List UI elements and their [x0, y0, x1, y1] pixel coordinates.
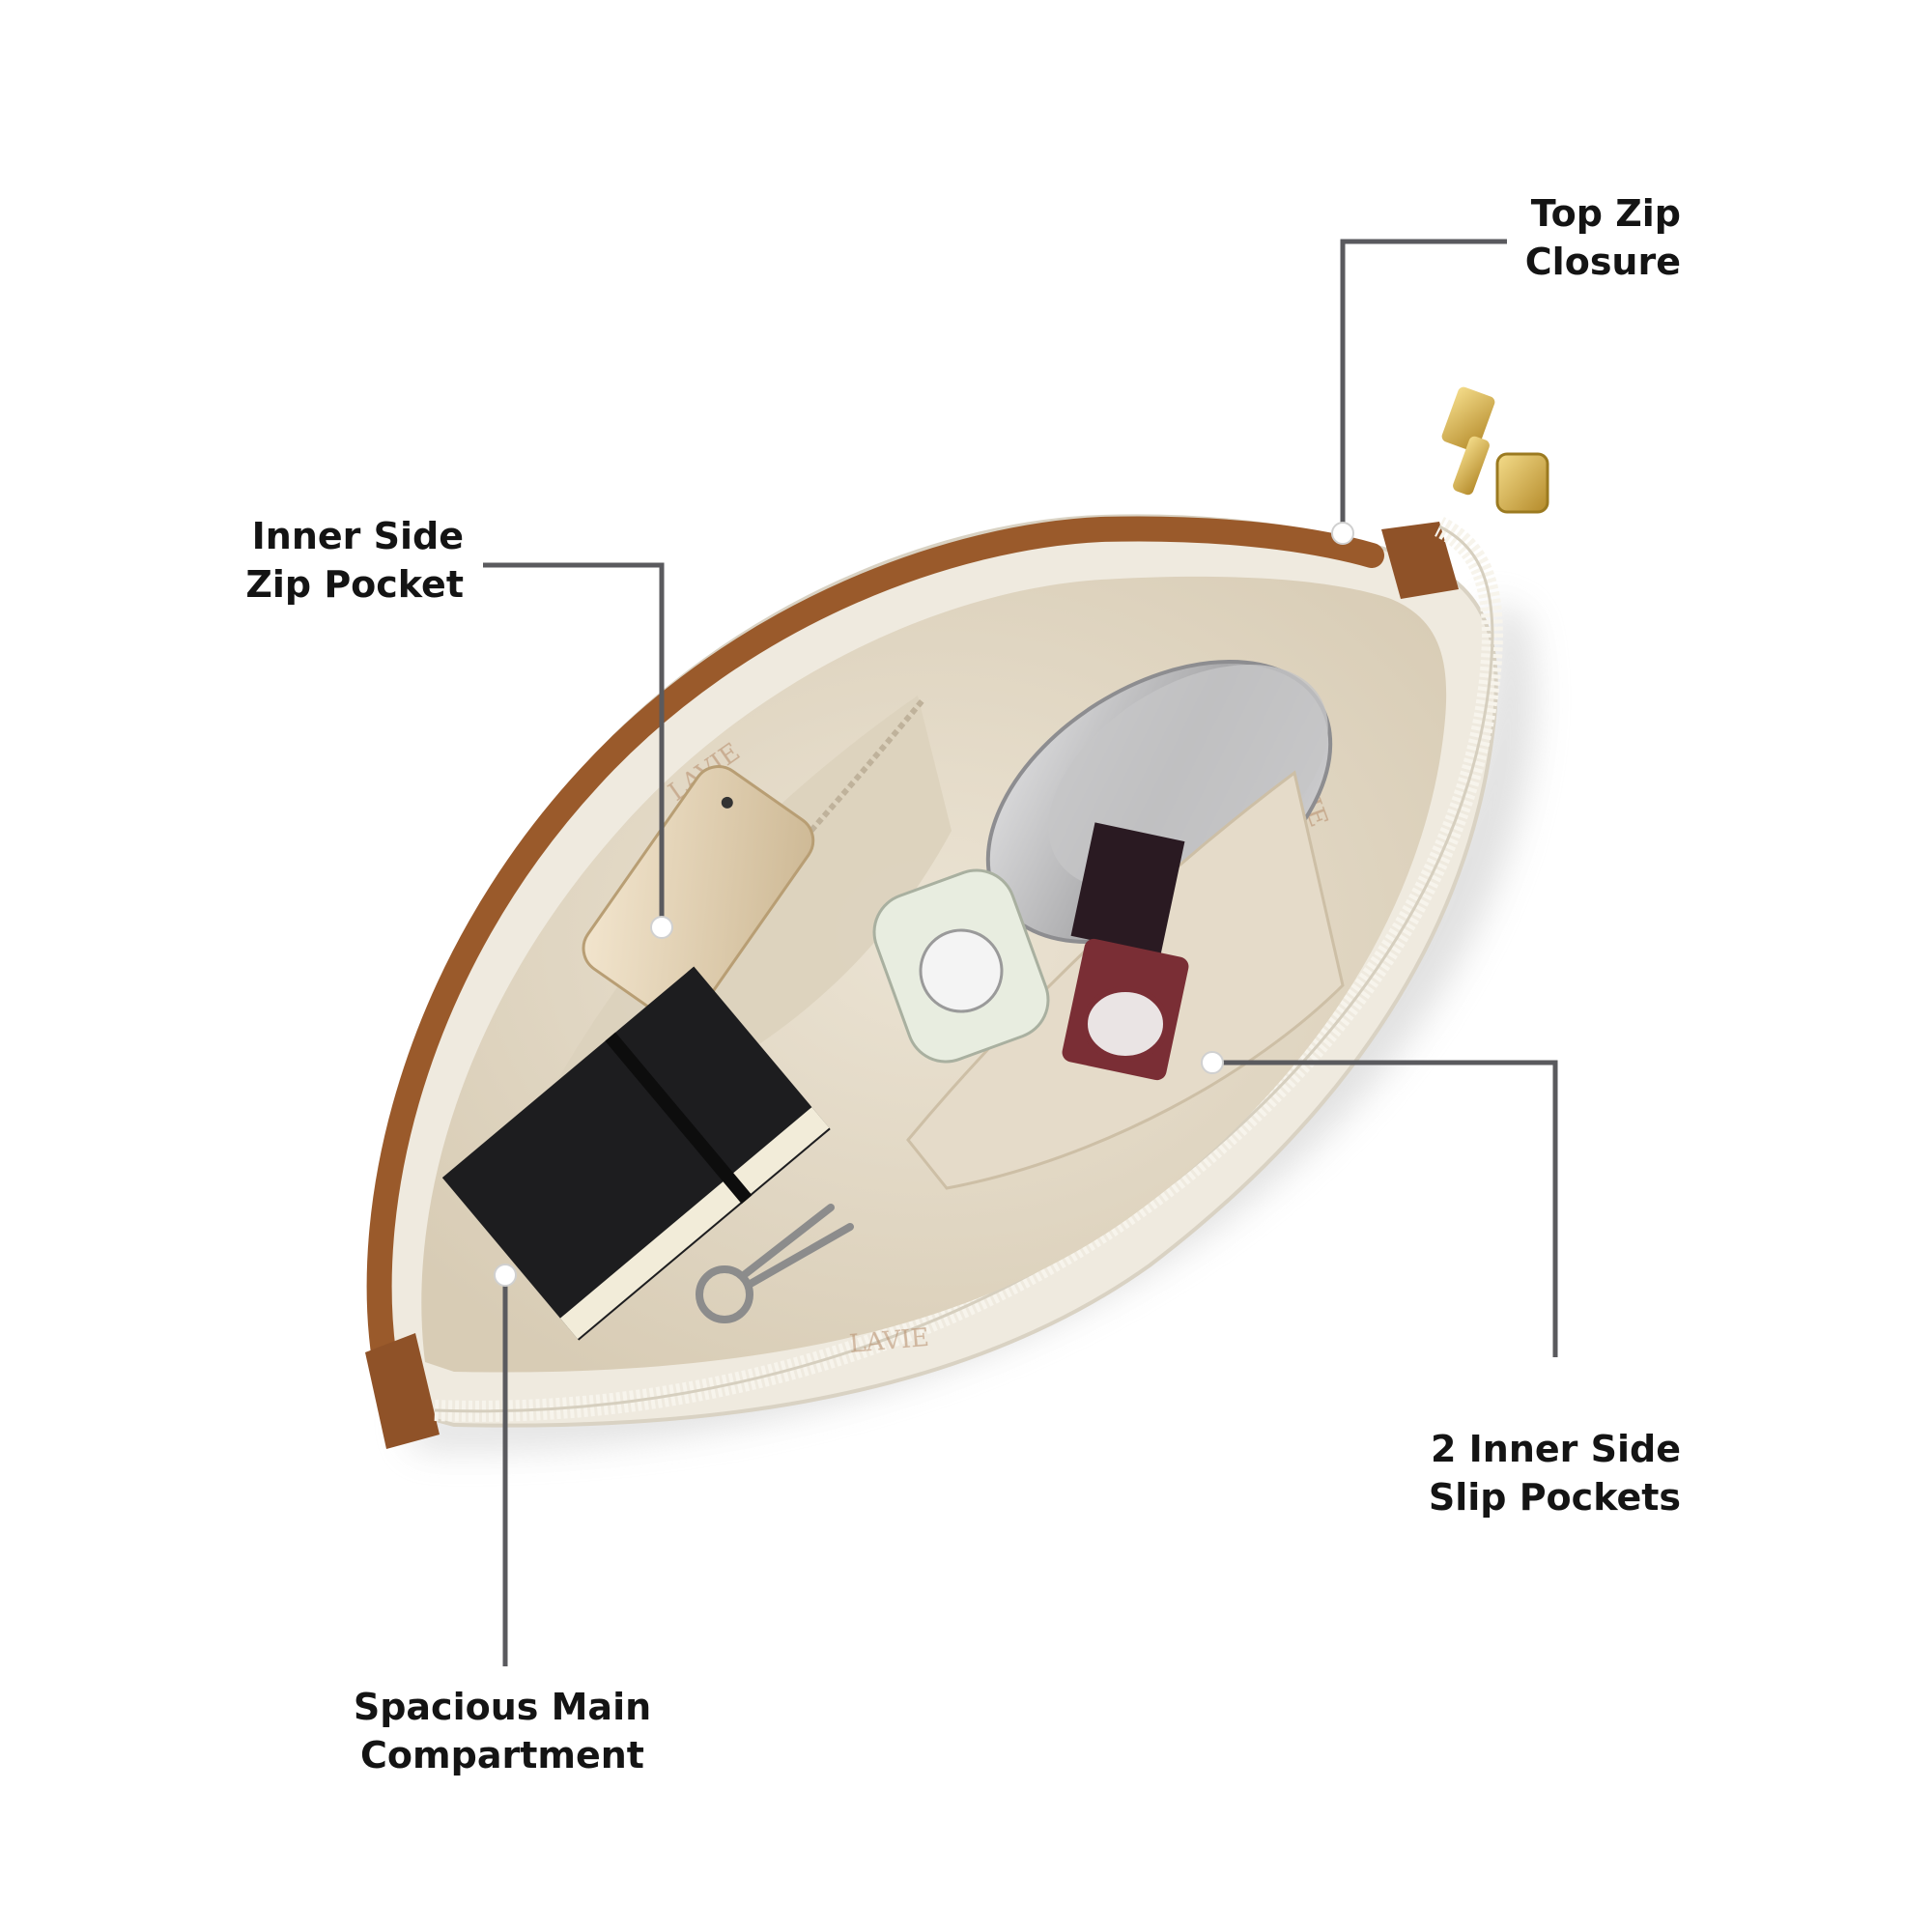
notebook	[441, 966, 831, 1341]
label-top-zip-line1: Top Zip	[1530, 192, 1681, 235]
leader-line-top-zip	[1340, 239, 1507, 526]
leader-line-slip-pockets	[1212, 1060, 1558, 1357]
label-slip-pockets-line1: 2 Inner Side	[1430, 1428, 1681, 1470]
leader-lines	[483, 239, 1558, 1666]
label-main-compartment-line2: Compartment	[360, 1734, 644, 1776]
bag: LAVIE LAVIE LAVIE LAVIE LAVIE	[365, 386, 1549, 1449]
lipstick	[1062, 822, 1189, 1081]
zipper-pull	[1441, 386, 1549, 514]
dot-slip-pockets	[1201, 1051, 1224, 1074]
label-inner-side-zip-pocket: Inner Side Zip Pocket	[193, 512, 464, 609]
dot-inner-zip	[650, 916, 673, 939]
label-spacious-main-compartment: Spacious Main Compartment	[328, 1683, 676, 1779]
svg-text:LAVIE: LAVIE	[848, 1323, 930, 1359]
keys	[696, 1204, 854, 1323]
phone	[582, 765, 815, 1024]
label-inner-side-slip-pockets: 2 Inner Side Slip Pockets	[1362, 1425, 1681, 1521]
dot-main-compartment	[494, 1264, 517, 1287]
label-top-zip-closure: Top Zip Closure	[1430, 189, 1681, 286]
bag-leather-tab-top	[1381, 522, 1459, 599]
bag-leather-tab	[365, 1333, 440, 1449]
label-slip-pockets-line2: Slip Pockets	[1428, 1476, 1681, 1519]
label-top-zip-line2: Closure	[1524, 241, 1681, 283]
label-main-compartment-line1: Spacious Main	[353, 1686, 652, 1728]
leader-line-inner-zip	[483, 562, 665, 923]
leader-dots	[494, 522, 1354, 1287]
label-inner-zip-line2: Zip Pocket	[245, 563, 464, 606]
perfume-bottle	[872, 868, 1050, 1064]
bag-leather-trim	[366, 516, 1384, 1384]
label-inner-zip-line1: Inner Side	[251, 515, 464, 557]
dot-top-zip	[1331, 522, 1354, 545]
